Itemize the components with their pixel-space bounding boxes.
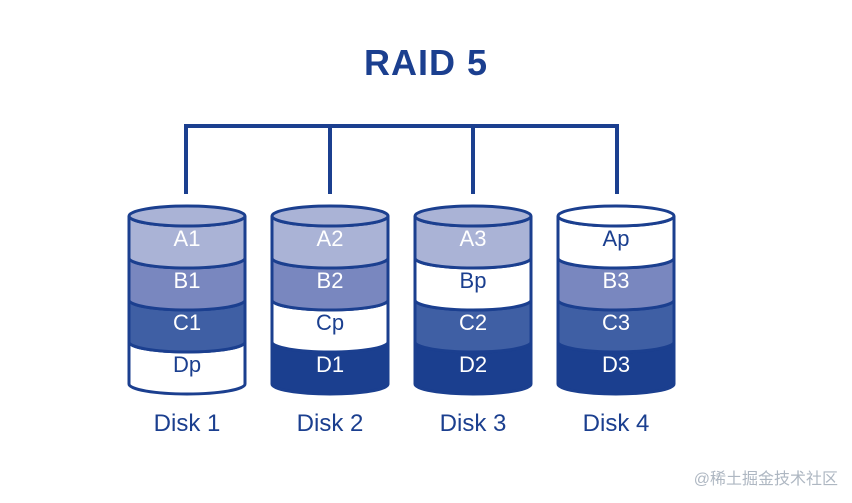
block-label: D2 (459, 352, 487, 377)
block-label: D1 (316, 352, 344, 377)
disk-4-top-cap (556, 204, 676, 228)
block-label: C2 (459, 310, 487, 335)
block-label: Ap (603, 226, 630, 251)
block-label: D3 (602, 352, 630, 377)
block-label: C1 (173, 310, 201, 335)
disk-2-label: Disk 2 (296, 410, 364, 437)
disk-2-top-cap (270, 204, 390, 228)
block-label: A3 (460, 226, 487, 251)
watermark: @稀土掘金技术社区 (693, 471, 838, 488)
block-label: B2 (317, 268, 344, 293)
block-label: C3 (602, 310, 630, 335)
block-label: A2 (317, 226, 344, 251)
bus-connector (184, 124, 619, 194)
block-label: B1 (174, 268, 201, 293)
block-label: B3 (603, 268, 630, 293)
disk-3-label: Disk 3 (439, 410, 507, 437)
block-label: Cp (316, 310, 344, 335)
block-label: A1 (174, 226, 201, 251)
disk-1-top-cap (127, 204, 247, 228)
block-label: Dp (173, 352, 201, 377)
disk-3-top-cap (413, 204, 533, 228)
block-label: Bp (460, 268, 487, 293)
disk-4-label: Disk 4 (582, 410, 650, 437)
disk-1-label: Disk 1 (153, 410, 221, 437)
diagram-title: RAID 5 (363, 42, 489, 83)
